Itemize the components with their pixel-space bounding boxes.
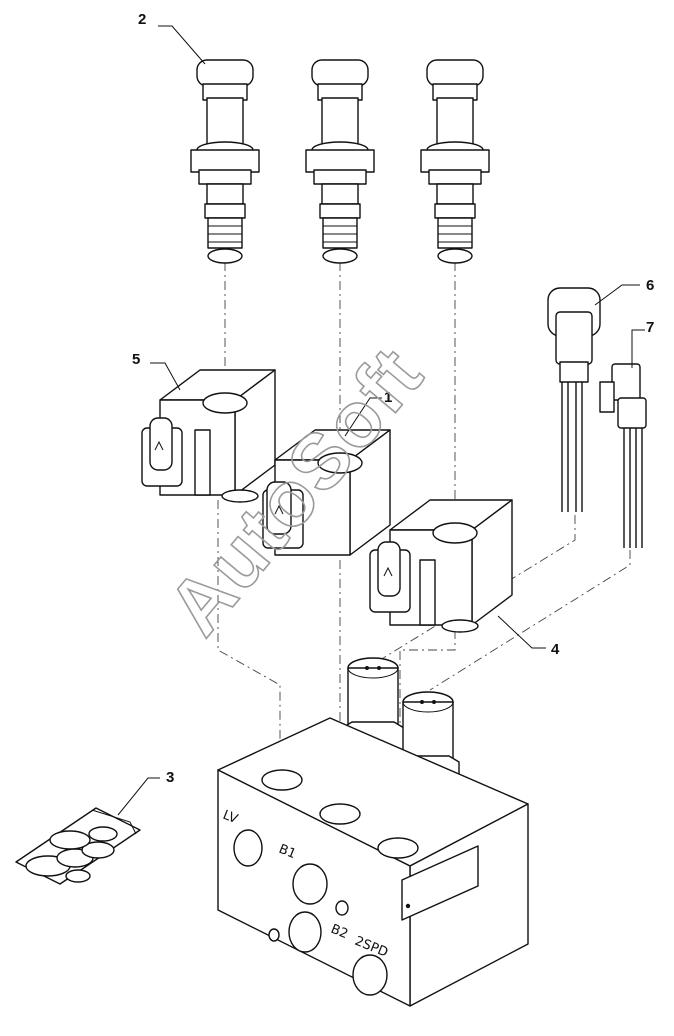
callout-7: 7 bbox=[646, 319, 654, 336]
coil-4 bbox=[369, 499, 513, 633]
callout-numbers: 2 5 1 6 7 4 3 bbox=[132, 11, 654, 786]
callout-3: 3 bbox=[166, 769, 174, 786]
port-label-b2: B2 bbox=[329, 922, 351, 942]
seal-kit bbox=[15, 807, 141, 885]
callout-1: 1 bbox=[384, 389, 392, 406]
leader-lines bbox=[117, 25, 645, 816]
callout-2: 2 bbox=[138, 11, 146, 28]
port-label-b1: B1 bbox=[277, 842, 299, 862]
callout-4: 4 bbox=[551, 641, 560, 658]
coil-5 bbox=[141, 369, 276, 503]
port-label-lv: LV bbox=[221, 808, 240, 827]
connector-7 bbox=[599, 363, 647, 548]
callout-6: 6 bbox=[646, 277, 654, 294]
coil-1 bbox=[262, 429, 391, 556]
solenoid-cartridge-middle bbox=[305, 59, 375, 264]
callout-5: 5 bbox=[132, 351, 140, 368]
connector-6 bbox=[547, 287, 601, 512]
solenoid-cartridge-left bbox=[190, 59, 260, 264]
solenoid-cartridge-right bbox=[420, 59, 490, 264]
valve-block bbox=[217, 717, 529, 1007]
